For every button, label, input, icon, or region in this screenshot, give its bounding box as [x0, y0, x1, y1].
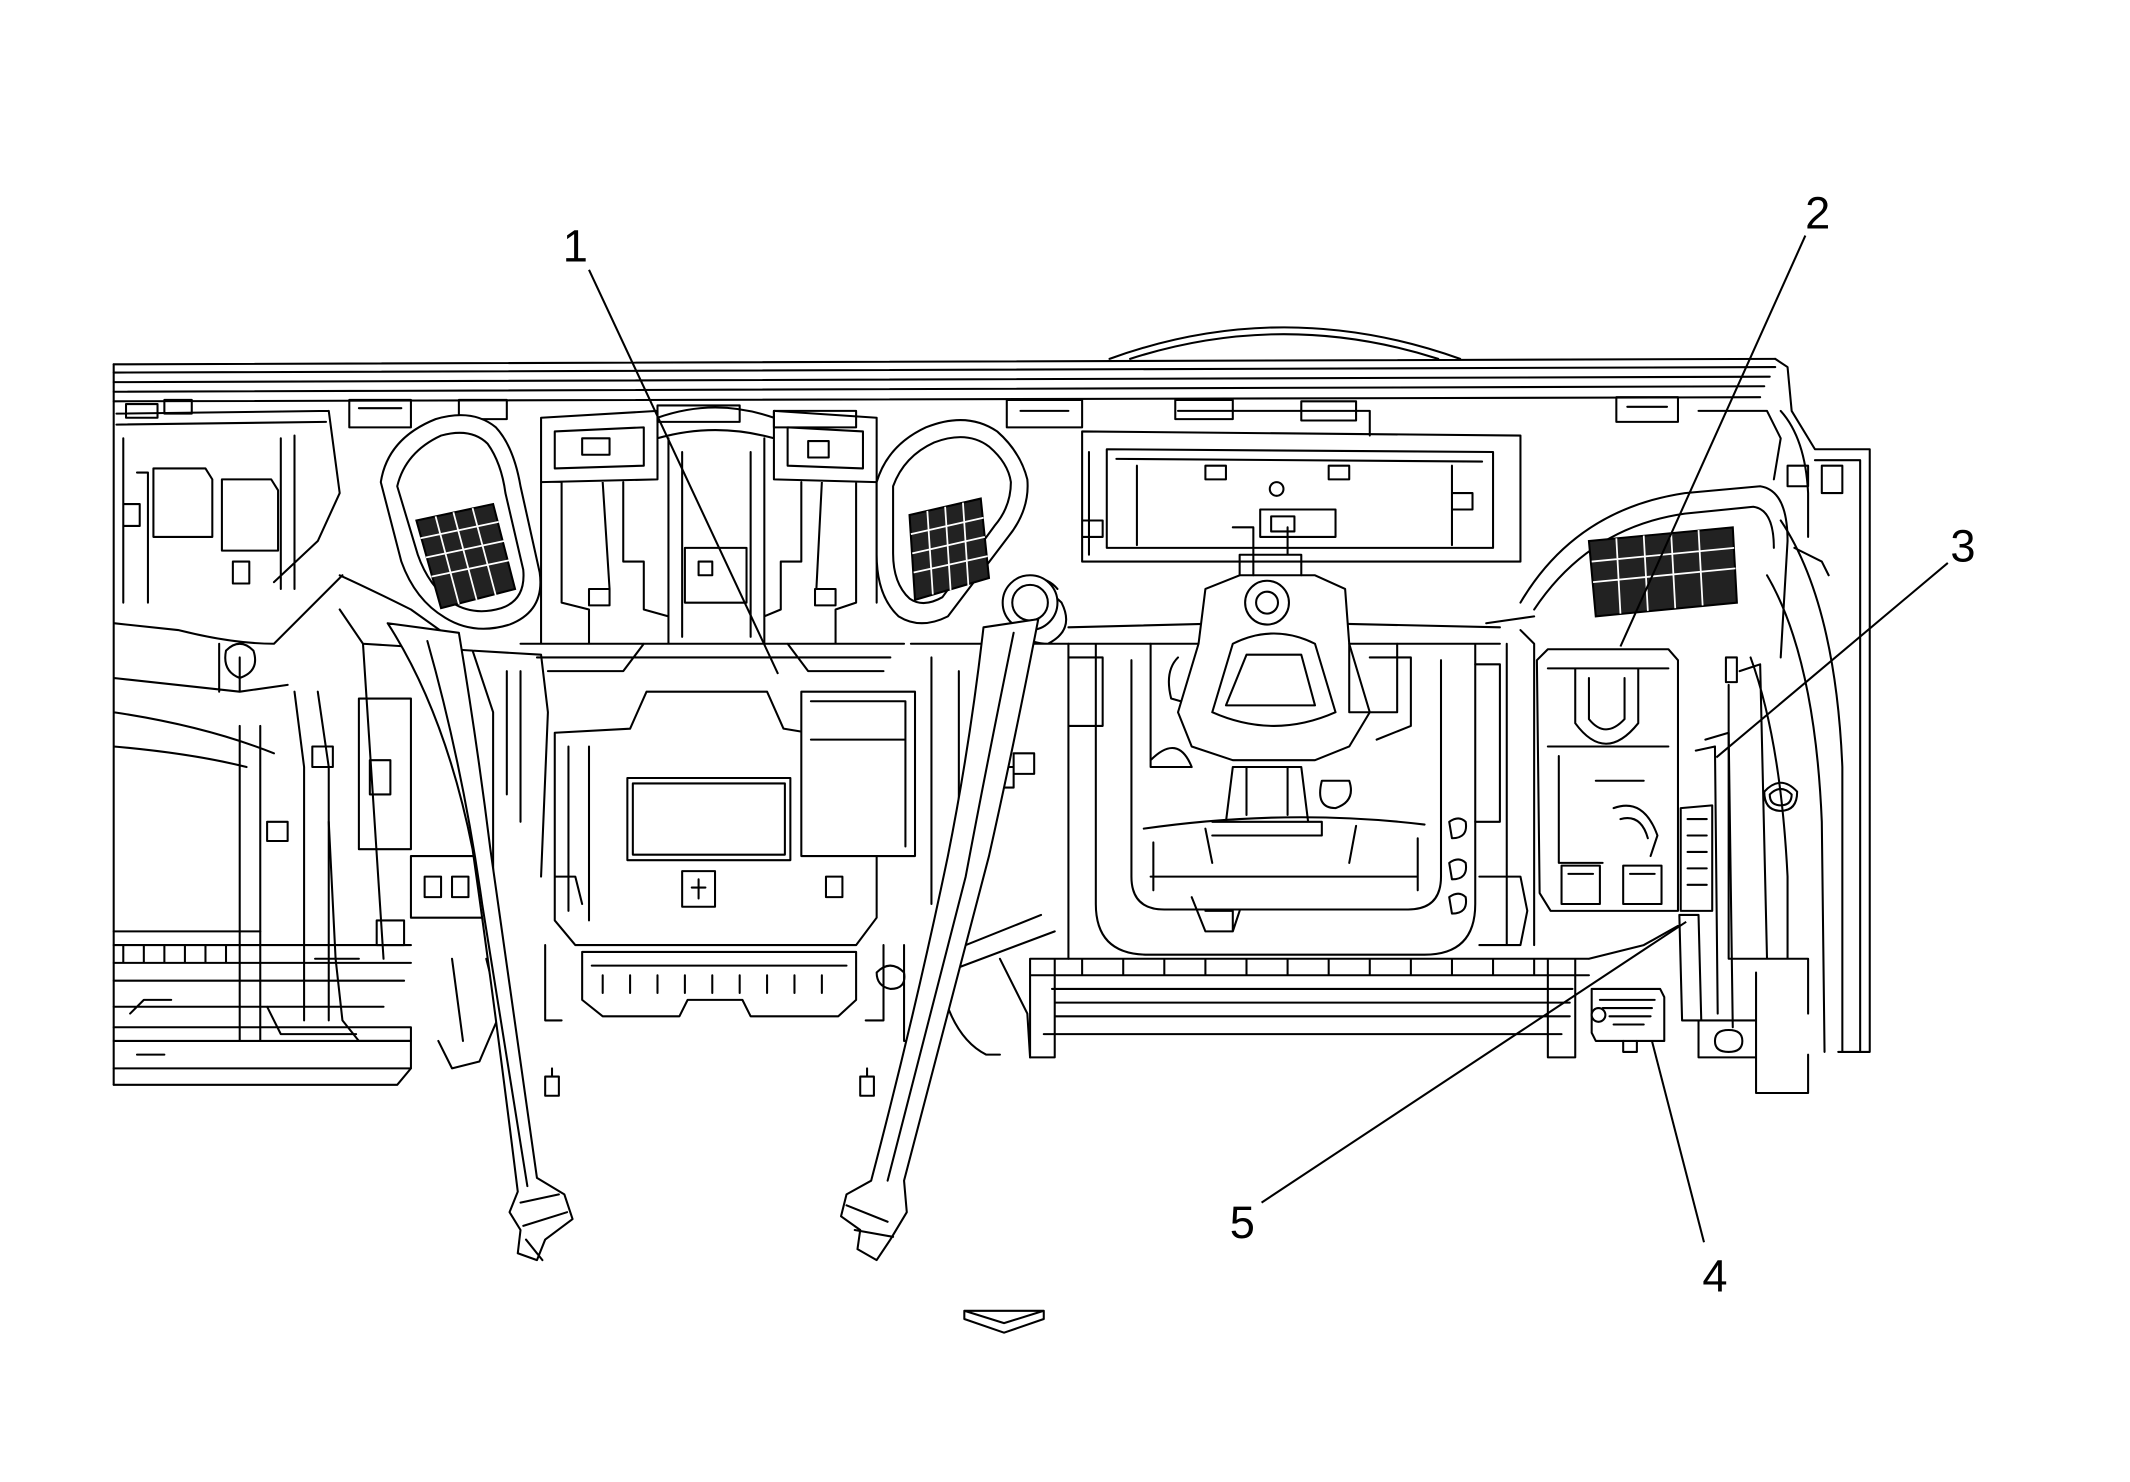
component-2-connector-pins [1686, 818, 1708, 886]
dash-top-rail [112, 326, 1777, 403]
right-bracket-detail [845, 631, 1015, 1238]
component-2-connector [1679, 804, 1714, 912]
steering-shaft-inner [1255, 590, 1280, 615]
callout-3-leader [1715, 562, 1949, 759]
callout-4-leader [1650, 1040, 1705, 1243]
callout-5-label: 5 [1230, 1197, 1255, 1248]
steering-column-detail [1149, 526, 1412, 837]
left-bracket-strap [386, 622, 574, 1262]
lower-left-duct [112, 930, 412, 1086]
center-lower-panel [544, 690, 885, 1022]
right-vent-grille-slats [910, 502, 988, 595]
instrument-cluster-frame [1081, 409, 1522, 563]
component-4-bolt [1590, 1007, 1607, 1023]
component-2-detail [1546, 667, 1670, 906]
callout-2-label: 2 [1805, 188, 1830, 239]
callout-3-label: 3 [1950, 521, 1975, 572]
component-5-bracket [1678, 913, 1703, 1022]
right-vent-grille [908, 497, 991, 602]
right-air-vent [875, 419, 1029, 625]
left-bracket-detail [426, 639, 569, 1262]
left-air-vent [379, 414, 542, 630]
down-arrow-icon [963, 1309, 1045, 1334]
callout-4-label: 4 [1702, 1251, 1727, 1302]
right-vent-bezel [892, 436, 1012, 605]
right-bracket-strap [840, 618, 1040, 1262]
callout-2-leader [1619, 235, 1807, 647]
callout-1-label: 1 [563, 221, 588, 272]
right-end-panel [1697, 357, 1871, 1095]
callout-5-leader [1260, 920, 1687, 1204]
right-knee-bolster-bracket [840, 618, 1040, 1262]
left-vent-grille-slats [420, 507, 510, 605]
lower-crossbar [1029, 924, 1680, 1059]
component-4-housing [1590, 987, 1666, 1042]
right-duct-grille-slats [1591, 530, 1736, 614]
callout-1-leader [588, 269, 779, 675]
steering-column-mechanism [1176, 574, 1371, 762]
right-duct-grille [1587, 526, 1738, 618]
center-module-detail [809, 700, 907, 848]
component-3-panel [1694, 731, 1734, 1029]
cluster-hole [1268, 481, 1285, 497]
center-module [800, 690, 917, 858]
left-end-structure [112, 363, 344, 1086]
center-upper-duct [519, 406, 906, 673]
component-4-detail [1598, 998, 1656, 1053]
right-center-bracing [1448, 485, 1789, 947]
left-knee-bolster-bracket [386, 622, 574, 1262]
steering-shaft-outer [1244, 579, 1290, 626]
